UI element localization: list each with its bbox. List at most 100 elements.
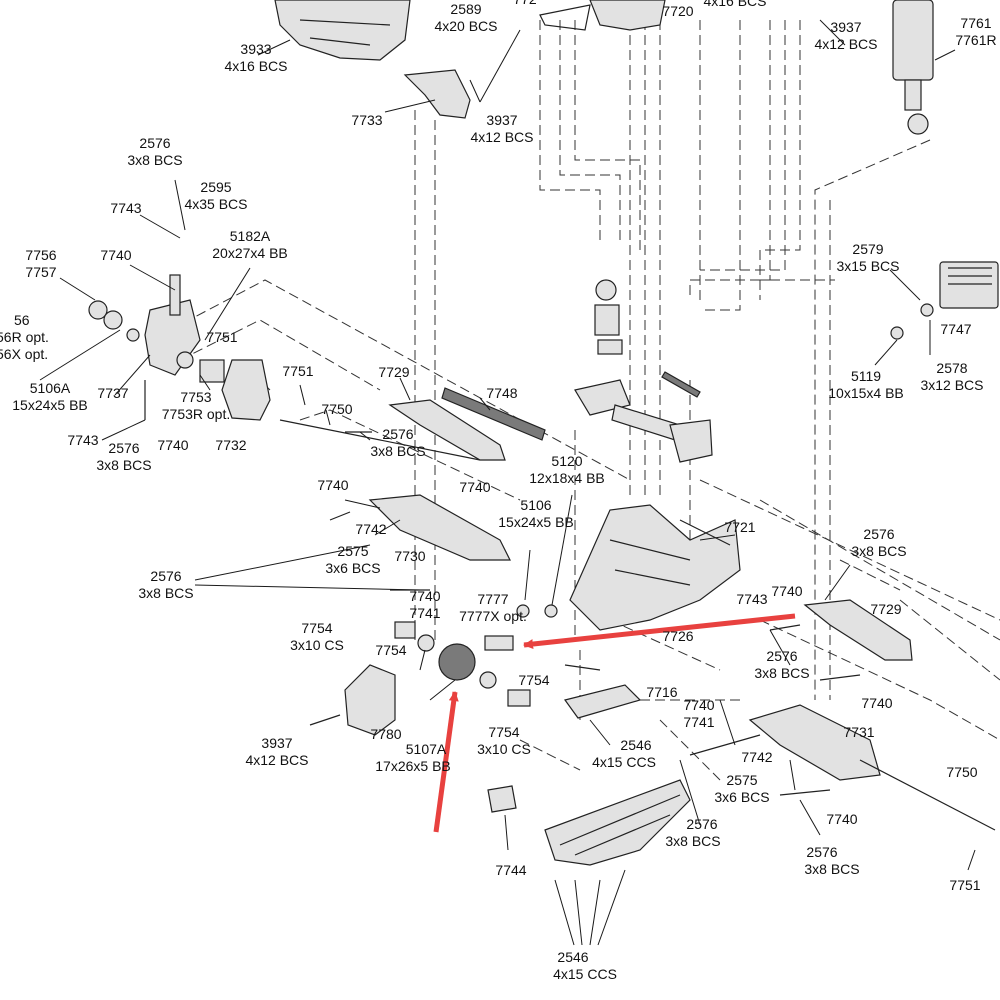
skid-plate-part xyxy=(544,779,691,866)
callout-7740-e: 7740 xyxy=(771,583,802,599)
hub-carrier-part xyxy=(221,359,271,421)
callout-7754-b: 7754 xyxy=(375,642,406,658)
annotation-arrows xyxy=(433,613,796,833)
front-bumper-part xyxy=(274,0,411,61)
rear-skid-part xyxy=(563,684,642,719)
callout-7740-c: 7740 xyxy=(459,479,490,495)
camber-link-part xyxy=(441,387,546,441)
callout-7743-a: 7743 xyxy=(110,200,141,216)
callout-7726: 7726 xyxy=(662,628,693,644)
callout-7740-g: 7740 xyxy=(826,811,857,827)
callout-7744: 7744 xyxy=(495,862,526,878)
callout-7740-f: 7740 xyxy=(861,695,892,711)
red-arrow-right xyxy=(523,613,796,650)
callout-7720: 7720 xyxy=(662,3,693,19)
rear-lower-arm-part xyxy=(748,704,881,781)
leader-lines xyxy=(39,19,976,946)
callout-7743-b: 7743 xyxy=(67,432,98,448)
callout-7743-c: 7743 xyxy=(736,591,767,607)
assembly-guide-lines xyxy=(169,20,1000,781)
chassis-part xyxy=(569,504,741,631)
front-gear-part xyxy=(88,300,108,320)
differential-gear-part xyxy=(438,643,476,681)
callout-7748: 7748 xyxy=(486,385,517,401)
callout-7754-c: 7754 xyxy=(518,672,549,688)
callout-7750-b: 7750 xyxy=(946,764,977,780)
callout-7740-d: 7740 xyxy=(317,477,348,493)
rear-upper-arm-part xyxy=(803,599,913,661)
callout-7732: 7732 xyxy=(215,437,246,453)
top-plate-part xyxy=(589,0,666,31)
servo-part xyxy=(939,261,999,309)
parts-layer xyxy=(88,0,999,866)
gearbox-housing-part xyxy=(344,664,396,736)
callout-7716: 7716 xyxy=(646,684,677,700)
callout-7747: 7747 xyxy=(940,321,971,337)
callout-7730: 7730 xyxy=(394,548,425,564)
callout-7729-b: 7729 xyxy=(870,601,901,617)
red-arrow-bottom xyxy=(433,691,459,833)
callout-772-top: 772 xyxy=(513,0,537,7)
callout-7721: 7721 xyxy=(724,519,755,535)
callout-7751-b: 7751 xyxy=(282,363,313,379)
callout-7742-b: 7742 xyxy=(741,749,772,765)
input-shaft-part xyxy=(484,635,514,651)
output-cup-part xyxy=(394,621,416,639)
callout-7737: 7737 xyxy=(97,385,128,401)
servo-saver-spring-part xyxy=(594,304,620,336)
front-upper-arm-part xyxy=(388,399,506,461)
callout-7729-a: 7729 xyxy=(378,364,409,380)
front-lower-arm-part xyxy=(368,494,511,561)
callout-7740-b: 7740 xyxy=(157,437,188,453)
callout-7780: 7780 xyxy=(370,726,401,742)
rear-bumper-mount-part xyxy=(487,785,517,813)
callout-4x16-top: 4x16 BCS xyxy=(703,0,766,9)
bumper-mount-part xyxy=(403,69,471,119)
callout-7750-a: 7750 xyxy=(321,401,352,417)
shock-body-part xyxy=(892,0,934,81)
callout-7733: 7733 xyxy=(351,112,382,128)
callout-7731: 7731 xyxy=(843,724,874,740)
callout-7751-a: 7751 xyxy=(206,329,237,345)
callout-7740-a: 7740 xyxy=(100,247,131,263)
callout-7751-c: 7751 xyxy=(949,877,980,893)
